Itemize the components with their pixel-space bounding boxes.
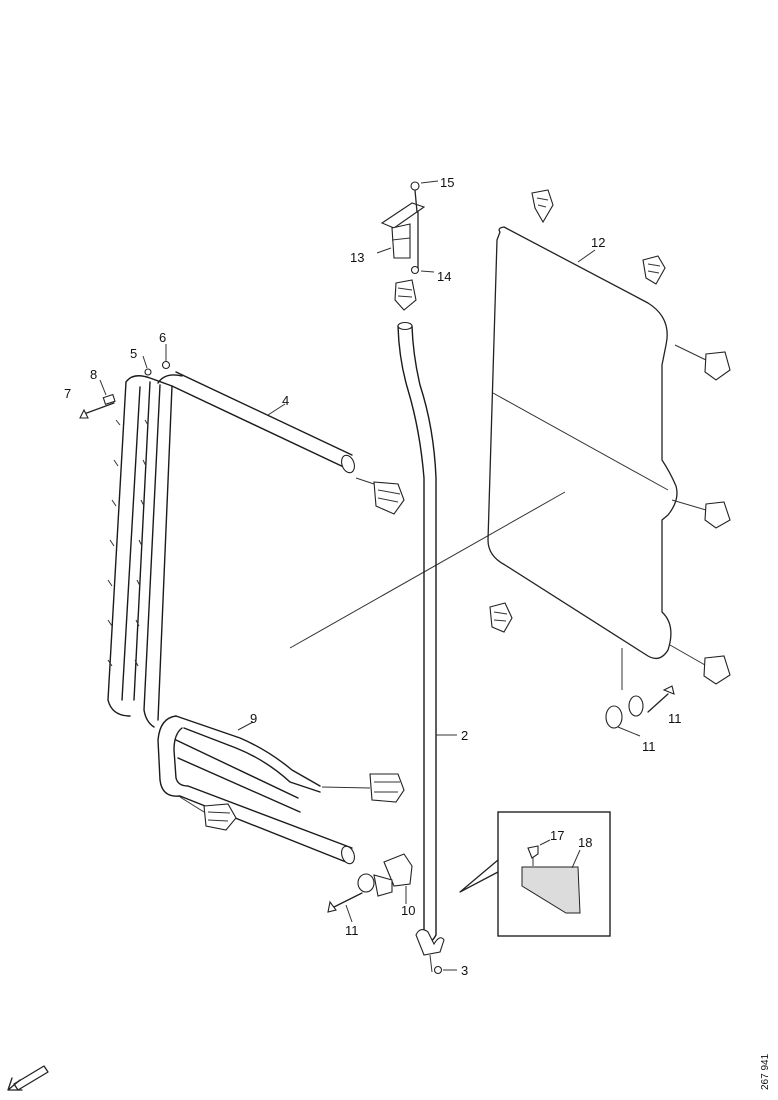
callout-14: 14 [437, 269, 451, 284]
panel-clip-edge-1[interactable] [674, 344, 731, 381]
callout-6: 7 [64, 386, 71, 401]
panel-clip-loose[interactable] [489, 602, 513, 633]
callout-17: 17 [550, 828, 564, 843]
panel-board[interactable] [487, 226, 678, 660]
bar-end-connector-upper[interactable] [355, 477, 405, 515]
washer-part-5[interactable] [161, 344, 171, 370]
callout-2: 3 [461, 963, 468, 978]
callout-3: 4 [282, 393, 289, 408]
direction-arrow-icon [7, 1065, 49, 1091]
clamp-part-10[interactable] [605, 695, 644, 737]
wedge-part-18 [521, 866, 581, 914]
panel-clip-top[interactable] [531, 189, 554, 224]
callout-1: 2 [461, 728, 468, 743]
nut-part-14[interactable] [410, 211, 420, 275]
screw-part-11-right[interactable] [647, 685, 675, 713]
pin-part-4[interactable] [142, 355, 152, 376]
screw-part-11-left[interactable] [327, 892, 363, 923]
callout-4: 5 [130, 346, 137, 361]
panel-clip-edge-2[interactable] [671, 499, 731, 529]
spacer-part-7[interactable] [99, 379, 116, 406]
figure-code: 267 941 [760, 1053, 771, 1090]
panel-clip-right-upper[interactable] [642, 255, 666, 285]
bolt-part-15[interactable] [410, 181, 420, 213]
callout-11-right: 11 [668, 711, 682, 726]
callout-10: 11 [642, 739, 656, 754]
screw-part-6[interactable] [79, 402, 115, 419]
detail-inset: 17 18 [459, 811, 611, 937]
upper-frame-bar[interactable] [125, 371, 357, 475]
callout-18: 18 [578, 835, 592, 850]
frame-foot-connector[interactable] [179, 796, 237, 831]
panel-clip-edge-3[interactable] [669, 644, 731, 685]
screw-part-17 [527, 845, 539, 866]
callout-13: 13 [350, 250, 364, 265]
callout-9: 10 [401, 903, 415, 918]
bottom-fitting-part-2[interactable] [415, 929, 445, 975]
top-mount-part-13[interactable] [380, 202, 426, 259]
lower-bent-frame[interactable] [157, 715, 357, 866]
callout-7: 8 [90, 367, 97, 382]
tube-top-connector[interactable] [394, 279, 417, 311]
callout-15: 15 [440, 175, 454, 190]
callout-12: 12 [591, 235, 605, 250]
callout-5: 6 [159, 330, 166, 345]
frame-side-rail[interactable] [107, 381, 173, 728]
bar-end-connector-lower[interactable] [321, 773, 405, 803]
callout-11-left: 11 [345, 923, 359, 938]
callout-8: 9 [250, 711, 257, 726]
vertical-tube[interactable] [397, 321, 437, 943]
bracket-part-9[interactable] [357, 853, 413, 904]
reference-line [289, 491, 566, 649]
